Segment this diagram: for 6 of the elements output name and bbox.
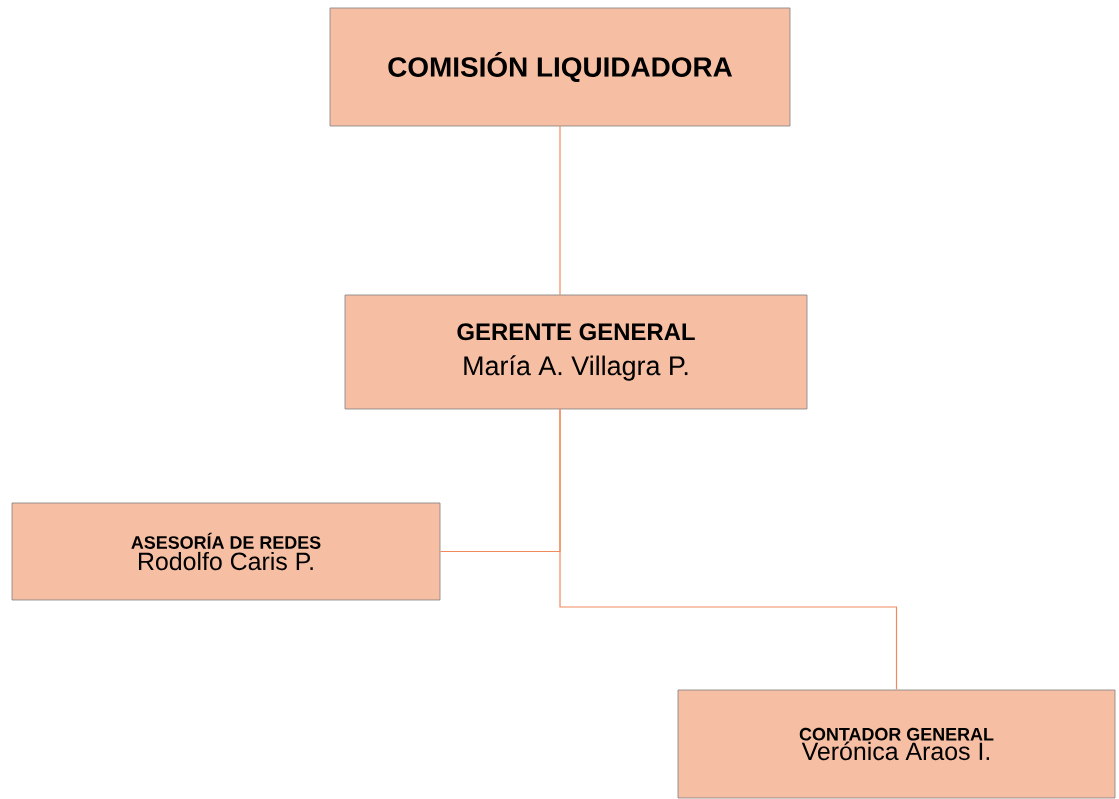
org-box: ASESORÍA DE REDES Rodolfo Caris P. bbox=[11, 502, 441, 601]
org-box: COMISIÓN LIQUIDADORA bbox=[329, 7, 791, 127]
org-box: CONTADOR GENERAL Verónica Araos I. bbox=[677, 689, 1116, 799]
org-box: GERENTE GENERAL María A. Villagra P. bbox=[344, 294, 808, 410]
connector-line bbox=[559, 125, 561, 296]
connector-line bbox=[559, 408, 898, 691]
